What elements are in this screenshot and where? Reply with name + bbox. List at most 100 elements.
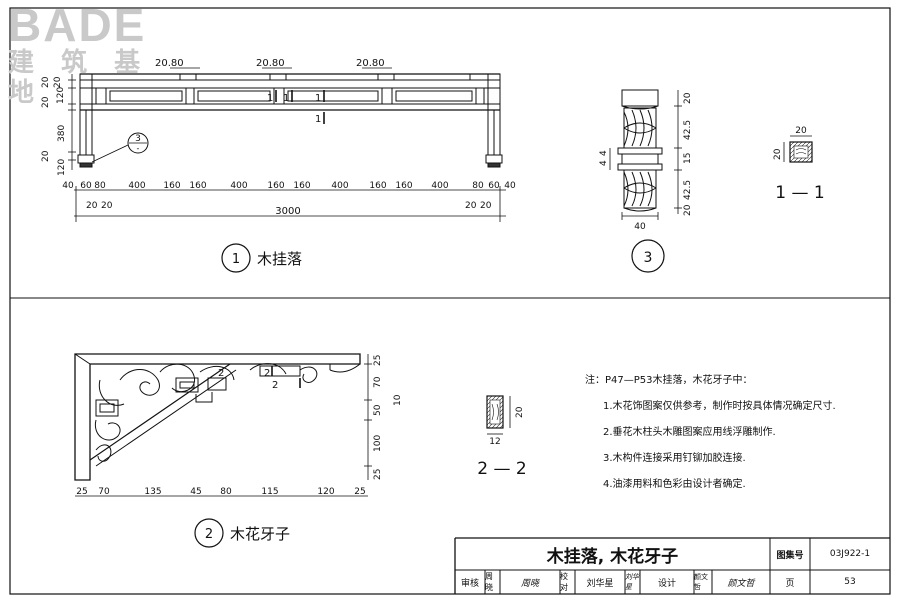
dim-label: 20.80	[256, 58, 285, 69]
dim-label: 20.80	[356, 58, 385, 69]
drawing-2-name: 木花牙子	[230, 525, 290, 543]
dim-label: 42.5	[683, 120, 693, 140]
check-name: 刘华星	[586, 578, 614, 589]
dim-label: 80	[94, 181, 106, 191]
dim-label: 40	[634, 222, 646, 232]
dim-label: 20	[41, 150, 51, 162]
atlas-number: 03J922-1	[829, 549, 871, 559]
dim-label: 20	[53, 76, 63, 88]
dim-label: 25	[373, 355, 383, 366]
detail-3-post-knob	[609, 89, 682, 220]
dim-label: 160	[369, 181, 386, 191]
dim-label: 20	[480, 201, 492, 211]
dim-label: 135	[144, 487, 161, 497]
detail-3-ref: 3	[644, 250, 653, 266]
atlas-label: 图集号	[776, 550, 804, 561]
logo-chinese: 建 筑 基 地	[8, 48, 150, 108]
title-block: 木挂落, 木花牙子 图集号 03J922-1 审核 周 晓 周晓 校对 刘华星 …	[455, 538, 890, 593]
dim-label: 400	[230, 181, 247, 191]
callout-number: 3	[135, 134, 141, 144]
dim-label: 20	[101, 201, 113, 211]
dim-label: 40	[504, 181, 516, 191]
section-mark: 2	[218, 368, 224, 379]
drawing-1-elevation	[77, 73, 503, 168]
notes-block: 注：P47—P53木挂落，木花牙子中： 1.木花饰图案仅供参考，制作时按具体情况…	[585, 374, 885, 504]
dim-label: 20	[515, 406, 525, 418]
design-name: 颜文哲	[694, 573, 708, 591]
design-label: 设计	[657, 578, 676, 589]
drawing-2-bracket	[74, 353, 361, 481]
drawing-1-ref-circle	[221, 243, 251, 273]
detail-3-dims: 20 42.5 15 42.5 20 4 4 40	[599, 92, 693, 232]
section-mark: 1	[267, 93, 273, 104]
section-1-1-label: 1 — 1	[775, 183, 824, 203]
dim-label: 160	[395, 181, 412, 191]
dim-label: 160	[293, 181, 310, 191]
review-signature: 周晓	[520, 578, 539, 589]
dim-label: 100	[373, 435, 383, 452]
dim-label: 4	[599, 150, 609, 156]
dim-label: 42.5	[683, 180, 693, 200]
dim-label: 400	[431, 181, 448, 191]
drawing-2-right-dims: 25 70 50 100 25 10	[373, 355, 403, 480]
dim-label: 80	[220, 487, 232, 497]
page-number: 53	[844, 577, 856, 587]
drawing-1-left-dims: 20 20 20 120 380 20 120	[41, 76, 67, 176]
dim-label: 70	[373, 376, 383, 388]
dim-label: 60	[80, 181, 92, 191]
drawing-2-ref: 2	[205, 527, 213, 542]
dim-label: 60	[488, 181, 500, 191]
section-mark: 1	[315, 114, 321, 125]
dim-label: 20	[683, 92, 693, 104]
dim-label: 120	[57, 159, 67, 176]
drawing-1-bottom-dims-row2: 20 20 20 20	[86, 201, 492, 211]
dim-label: 4	[599, 160, 609, 166]
dim-label: 20	[795, 126, 807, 136]
sheet-border	[9, 7, 891, 595]
dim-label: 20.80	[155, 58, 184, 69]
dim-label: 400	[128, 181, 145, 191]
note-item: 4.油漆用料和色彩由设计者确定.	[603, 479, 746, 490]
dim-label: 50	[373, 404, 383, 416]
bade-logo: BADE 建 筑 基 地	[8, 0, 168, 108]
drawing-title: 木挂落, 木花牙子	[546, 546, 679, 567]
dim-label: 115	[261, 487, 278, 497]
review-label: 审核	[460, 578, 479, 589]
design-signature: 颜文哲	[727, 578, 755, 589]
dim-label: 80	[472, 181, 484, 191]
callout-detail-3: 3 -	[91, 132, 149, 163]
dim-label: 15	[683, 153, 693, 164]
drawing-2-inner-marks: 2 2 2	[218, 368, 278, 391]
note-item: 1.木花饰图案仅供参考，制作时按具体情况确定尺寸.	[603, 401, 836, 412]
dim-label: 25	[76, 487, 87, 497]
check-signature: 刘华星	[625, 573, 639, 591]
section-1-1	[783, 135, 813, 163]
section-mark: 1	[283, 93, 289, 104]
logo-brand: BADE	[8, 0, 147, 51]
dim-label: 20	[773, 148, 783, 160]
dim-label: 160	[163, 181, 180, 191]
dim-label: 12	[489, 437, 500, 447]
callout-sheet: -	[137, 144, 140, 153]
notes-title: 注：P47—P53木挂落，木花牙子中：	[585, 375, 753, 386]
drawing-1-bottom-dim-lines	[74, 186, 506, 222]
note-item: 3.木构件连接采用钉铆加胶连接.	[603, 453, 746, 464]
dim-label: 70	[98, 487, 110, 497]
dim-label: 25	[354, 487, 365, 497]
dim-label: 20	[41, 96, 51, 108]
drawing-2-right-dim-line	[364, 354, 372, 480]
dim-label: 20	[86, 201, 98, 211]
dim-label: 160	[189, 181, 206, 191]
section-mark: 2	[272, 380, 278, 391]
check-label: 校对	[560, 572, 568, 592]
dim-label: 400	[331, 181, 348, 191]
overall-dim: 3000	[275, 206, 300, 217]
drawing-1-inner-marks: 1 1 1 1	[267, 93, 321, 125]
dim-label: 10	[393, 394, 403, 406]
dim-label: 120	[317, 487, 334, 497]
dim-label: 25	[373, 469, 383, 480]
note-item: 2.垂花木柱头木雕图案应用线浮雕制作.	[603, 427, 776, 438]
